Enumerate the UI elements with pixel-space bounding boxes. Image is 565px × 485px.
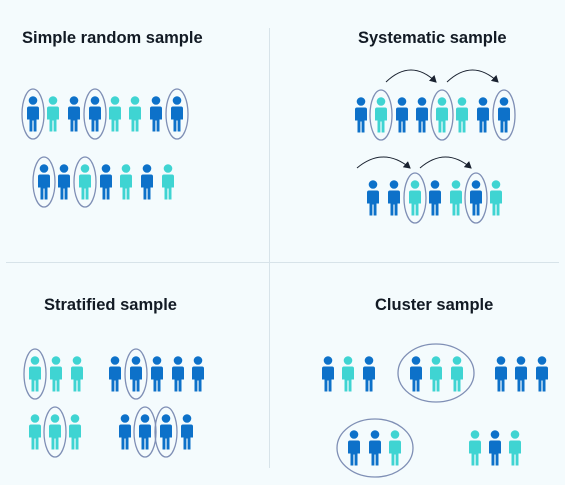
person-icon	[89, 96, 101, 132]
person-icon	[470, 180, 482, 216]
person-icon	[451, 356, 463, 392]
person-icon	[409, 180, 421, 216]
interval-arrow	[356, 156, 411, 169]
selection-ellipse	[83, 88, 107, 140]
person-icon	[172, 356, 184, 392]
selection-ellipse	[21, 88, 45, 140]
person-icon	[181, 414, 193, 450]
person-icon	[363, 356, 375, 392]
selection-ellipse	[430, 89, 454, 141]
panel-title: Cluster sample	[375, 296, 494, 314]
person-icon	[49, 414, 61, 450]
person-icon	[375, 97, 387, 133]
selection-ellipse	[73, 156, 97, 208]
person-icon	[456, 97, 468, 133]
selection-ellipse	[32, 156, 56, 208]
person-icon	[171, 96, 183, 132]
horizontal-divider	[6, 262, 559, 263]
person-icon	[469, 430, 481, 466]
person-icon	[515, 356, 527, 392]
selection-ellipse	[43, 406, 67, 458]
person-icon	[150, 96, 162, 132]
person-icon	[69, 414, 81, 450]
person-icon	[139, 414, 151, 450]
person-icon	[68, 96, 80, 132]
person-icon	[50, 356, 62, 392]
person-icon	[71, 356, 83, 392]
person-icon	[151, 356, 163, 392]
person-icon	[58, 164, 70, 200]
person-icon	[436, 97, 448, 133]
person-icon	[38, 164, 50, 200]
person-icon	[410, 356, 422, 392]
person-icon	[430, 356, 442, 392]
person-icon	[348, 430, 360, 466]
selection-ellipse	[336, 418, 414, 478]
interval-arrow	[385, 69, 437, 83]
panel-title: Stratified sample	[44, 296, 177, 314]
interval-arrow	[446, 69, 499, 83]
person-icon	[389, 430, 401, 466]
person-icon	[477, 97, 489, 133]
person-icon	[342, 356, 354, 392]
selection-ellipse	[464, 172, 488, 224]
person-icon	[416, 97, 428, 133]
person-icon	[109, 96, 121, 132]
person-icon	[536, 356, 548, 392]
stratified-panel: Stratified sample	[0, 262, 270, 485]
person-icon	[495, 356, 507, 392]
person-icon	[129, 96, 141, 132]
cluster-panel: Cluster sample	[270, 262, 565, 485]
vertical-divider	[269, 28, 270, 468]
selection-ellipse	[165, 88, 189, 140]
person-icon	[120, 164, 132, 200]
selection-ellipse	[154, 406, 178, 458]
person-icon	[160, 414, 172, 450]
person-icon	[162, 164, 174, 200]
person-icon	[509, 430, 521, 466]
person-icon	[367, 180, 379, 216]
person-icon	[47, 96, 59, 132]
person-icon	[369, 430, 381, 466]
panel-title: Simple random sample	[22, 29, 203, 47]
selection-ellipse	[397, 343, 475, 403]
panel-title: Systematic sample	[358, 29, 507, 47]
person-icon	[322, 356, 334, 392]
simple-random-panel: Simple random sample	[0, 0, 270, 262]
person-icon	[429, 180, 441, 216]
person-icon	[79, 164, 91, 200]
person-icon	[489, 430, 501, 466]
person-icon	[27, 96, 39, 132]
person-icon	[498, 97, 510, 133]
person-icon	[130, 356, 142, 392]
interval-arrow	[419, 156, 472, 169]
selection-ellipse	[492, 89, 516, 141]
person-icon	[450, 180, 462, 216]
person-icon	[396, 97, 408, 133]
person-icon	[490, 180, 502, 216]
person-icon	[141, 164, 153, 200]
person-icon	[355, 97, 367, 133]
person-icon	[29, 414, 41, 450]
selection-ellipse	[23, 348, 47, 400]
selection-ellipse	[124, 348, 148, 400]
person-icon	[119, 414, 131, 450]
person-icon	[388, 180, 400, 216]
person-icon	[29, 356, 41, 392]
systematic-panel: Systematic sample	[270, 0, 565, 262]
selection-ellipse	[403, 172, 427, 224]
person-icon	[100, 164, 112, 200]
selection-ellipse	[369, 89, 393, 141]
selection-ellipse	[133, 406, 157, 458]
person-icon	[192, 356, 204, 392]
person-icon	[109, 356, 121, 392]
